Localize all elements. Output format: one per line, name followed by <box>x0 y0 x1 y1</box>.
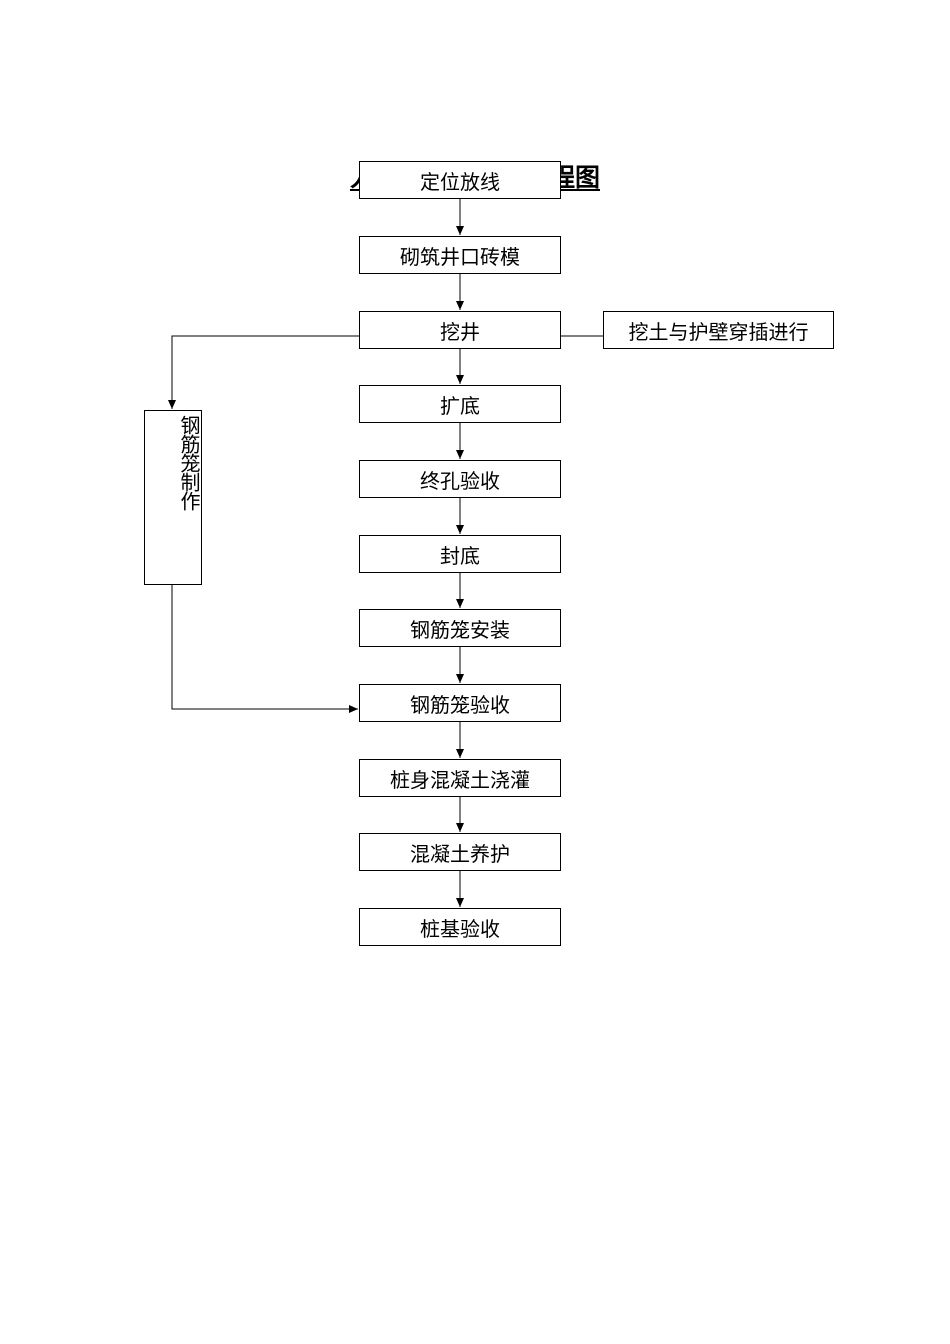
step-pile-acceptance: 桩基验收 <box>359 908 561 946</box>
step-expand-bottom-label: 扩底 <box>440 393 480 418</box>
step-positioning: 定位放线 <box>359 161 561 199</box>
step-final-hole-acceptance: 终孔验收 <box>359 460 561 498</box>
step-dig-well-label: 挖井 <box>440 319 480 344</box>
cage-making-label: 钢筋笼制作 <box>177 415 201 510</box>
side-note-label: 挖土与护壁穿插进行 <box>628 319 809 344</box>
step-cage-acceptance-label: 钢筋笼验收 <box>410 692 510 717</box>
step-positioning-label: 定位放线 <box>420 169 500 194</box>
step-cage-install: 钢筋笼安装 <box>359 609 561 647</box>
step-cage-install-label: 钢筋笼安装 <box>410 617 510 642</box>
step-brick-mold-label: 砌筑井口砖模 <box>400 244 520 269</box>
step-brick-mold: 砌筑井口砖模 <box>359 236 561 274</box>
step-cage-acceptance: 钢筋笼验收 <box>359 684 561 722</box>
step-pile-concrete-pour: 桩身混凝土浇灌 <box>359 759 561 797</box>
step-final-hole-acceptance-label: 终孔验收 <box>420 468 500 493</box>
cage-making-box: 钢筋笼制作 <box>144 410 202 585</box>
step-pile-acceptance-label: 桩基验收 <box>420 916 500 941</box>
step-dig-well: 挖井 <box>359 311 561 349</box>
step-expand-bottom: 扩底 <box>359 385 561 423</box>
step-concrete-curing: 混凝土养护 <box>359 833 561 871</box>
step-pile-concrete-pour-label: 桩身混凝土浇灌 <box>390 767 530 792</box>
step-seal-bottom: 封底 <box>359 535 561 573</box>
step-seal-bottom-label: 封底 <box>440 543 480 568</box>
step-concrete-curing-label: 混凝土养护 <box>410 841 510 866</box>
arrow-dig-to-cage-making <box>168 335 359 409</box>
arrow-cage-making-to-acceptance <box>171 585 358 713</box>
side-note-box: 挖土与护壁穿插进行 <box>603 311 834 349</box>
